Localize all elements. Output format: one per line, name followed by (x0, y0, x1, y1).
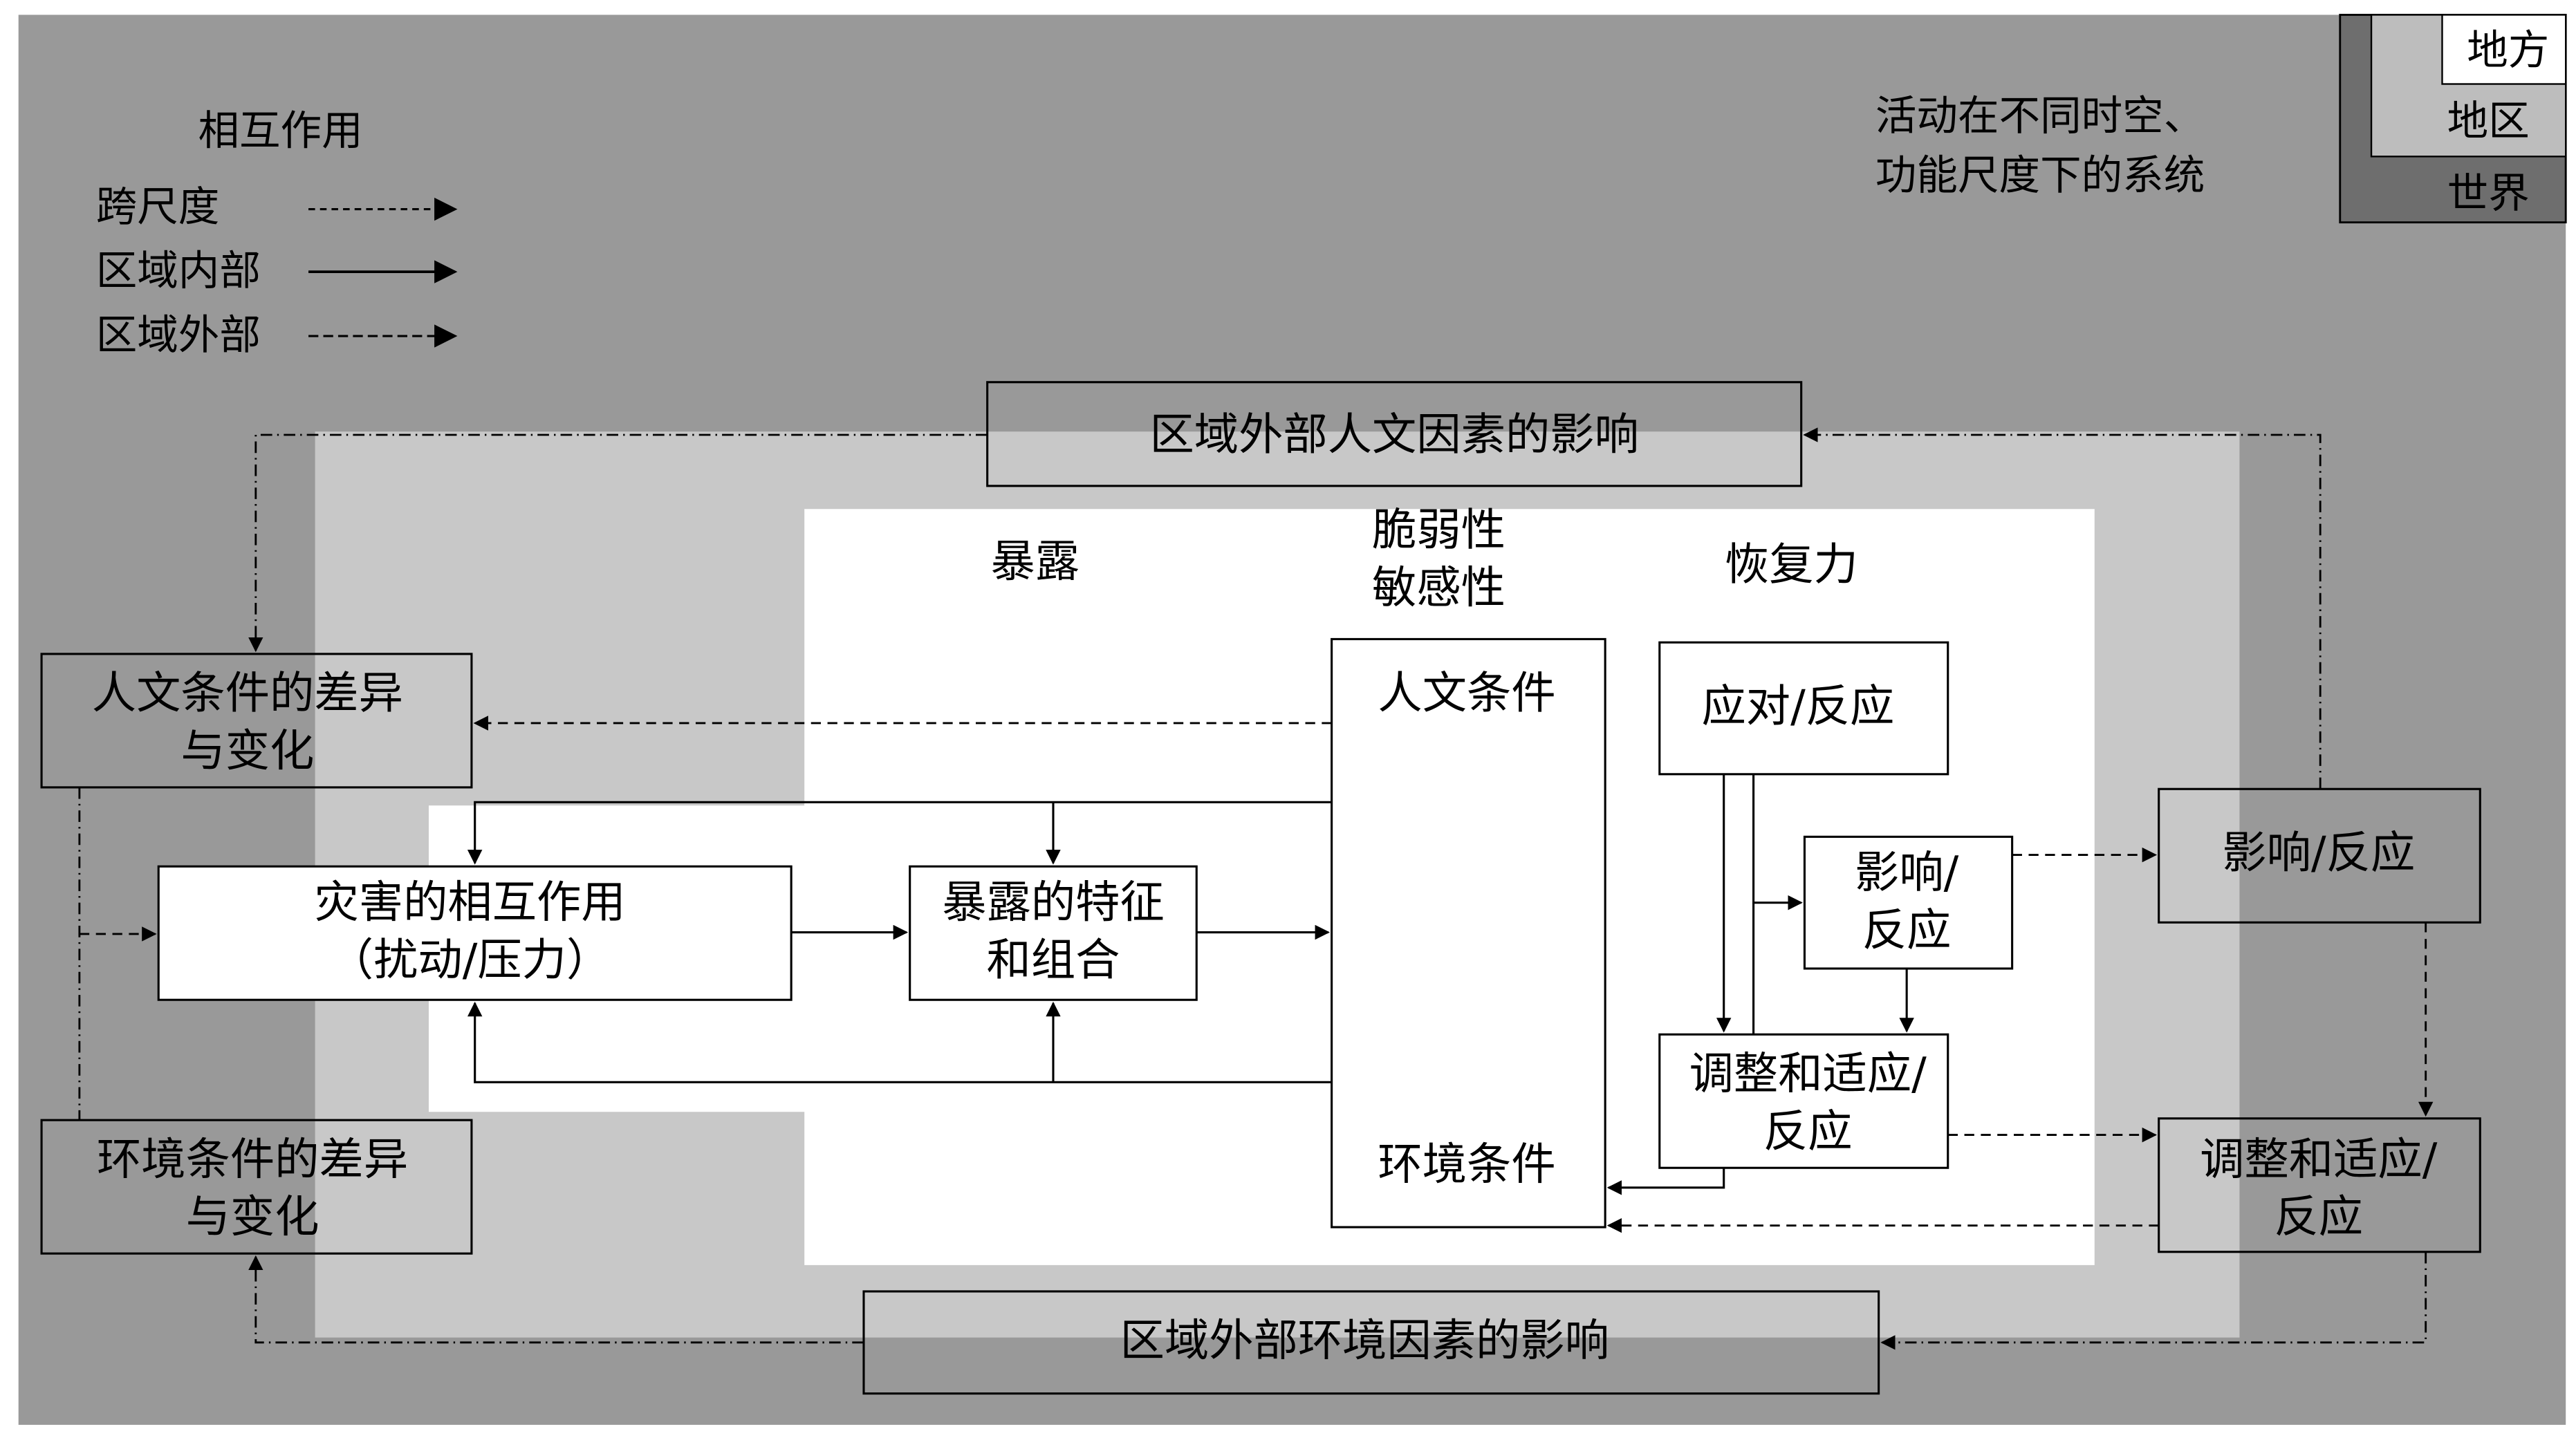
header-sensitivity: 敏感性 (1372, 562, 1505, 614)
coping-response-box (1658, 641, 1949, 776)
outer-adjust-box (2158, 1117, 2481, 1253)
external-env-influence-label: 区域外部环境因素的影响 (1120, 1315, 1609, 1367)
external-human-influence-label: 区域外部人文因素的影响 (1149, 409, 1638, 460)
cross-scale-connectors (78, 427, 2427, 1350)
exposure-char-line1: 暴露的特征 (942, 877, 1165, 928)
env-conditions-label: 环境条件 (1378, 1139, 1555, 1190)
header-vulnerability: 脆弱性 (1372, 505, 1505, 557)
hazard-interaction-box (157, 865, 793, 1001)
arrow-conditions-to-hazard-bottom (467, 1001, 1332, 1083)
outer-impact-response-label: 影响/反应 (2222, 828, 2415, 879)
env-diff-line2: 与变化 (186, 1191, 319, 1243)
exposure-char-line2: 和组合 (987, 934, 1120, 986)
scale-local-box (2441, 14, 2567, 85)
inner-impact-line2: 反应 (1862, 905, 1952, 957)
legend-extra-region-label: 区域外部 (96, 312, 261, 360)
outer-adjust-line2: 反应 (2274, 1191, 2363, 1243)
inner-adjust-box (1658, 1033, 1949, 1169)
env-diff-line1: 环境条件的差异 (97, 1134, 408, 1186)
extra-region-connectors (79, 716, 2434, 1233)
scale-levels-inset: 地方 地区 世界 (2339, 14, 2567, 224)
env-conditions-change-box (40, 1119, 473, 1255)
exposure-characteristics-box (909, 865, 1198, 1001)
intra-region-connectors (467, 774, 1914, 1195)
legend-intra-region-label: 区域内部 (96, 248, 261, 295)
inner-impact-line1: 影响/ (1855, 847, 1959, 899)
arrow-external-env-to-env-diff (248, 1255, 864, 1344)
arrow-impact-to-external-human (1803, 427, 2322, 790)
header-exposure: 暴露 (990, 536, 1079, 588)
human-diff-line2: 与变化 (180, 725, 314, 777)
inner-adjust-line1: 调整和适应/ (1689, 1048, 1927, 1100)
inner-adjust-line2: 反应 (1763, 1105, 1853, 1157)
conditions-box (1331, 637, 1606, 1229)
scale-world-label: 世界 (2447, 170, 2530, 218)
hazard-line2: （扰动/压力） (329, 934, 611, 986)
legend: 相互作用 跨尺度 区域内部 区域外部 (96, 108, 458, 360)
outer-adjust-line1: 调整和适应/ (2200, 1134, 2438, 1186)
arrow-external-human-to-human-diff (248, 433, 988, 653)
scale-local-label: 地方 (2467, 27, 2549, 75)
scale-note-line2: 功能尺度下的系统 (1875, 152, 2205, 200)
legend-cross-scale-label: 跨尺度 (96, 183, 220, 231)
human-conditions-change-box (40, 653, 473, 789)
arrow-adjust-to-env-conditions (1606, 1168, 1725, 1195)
hazard-line1: 灾害的相互作用 (314, 877, 625, 928)
human-diff-line1: 人文条件的差异 (92, 668, 403, 720)
legend-title: 相互作用 (198, 108, 362, 156)
coping-label: 应对/反应 (1701, 681, 1894, 733)
human-conditions-label: 人文条件 (1378, 668, 1555, 720)
arrow-adjust-to-external-env (1880, 1251, 2427, 1350)
arrow-conditions-to-hazard-top (467, 801, 1332, 865)
scale-note-line1: 活动在不同时空、 (1875, 93, 2205, 140)
inner-impact-response-box (1803, 835, 2014, 970)
scale-regional-label: 地区 (2447, 97, 2530, 145)
header-resilience: 恢复力 (1725, 539, 1858, 591)
